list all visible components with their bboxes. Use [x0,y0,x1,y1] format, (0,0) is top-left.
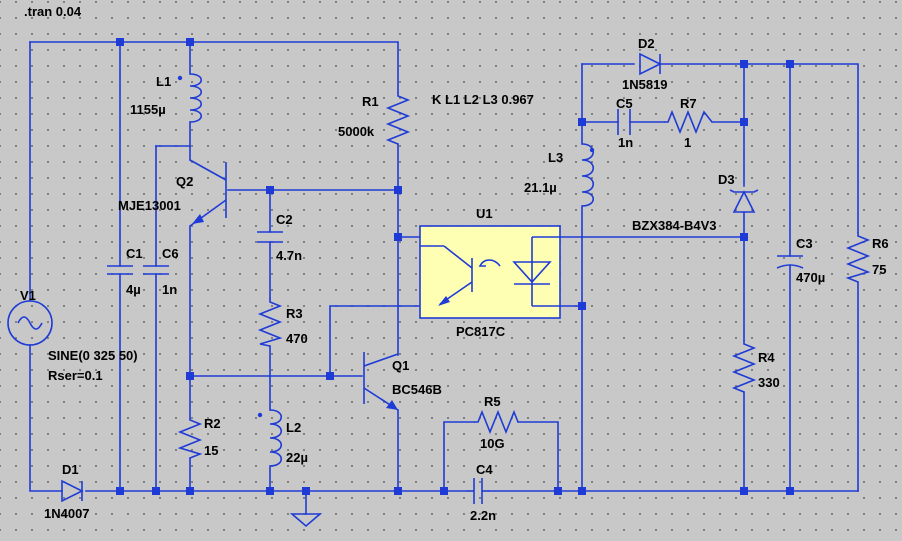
c5-ref: C5 [616,96,633,111]
v1-source [7,300,53,346]
l3-ref: L3 [548,150,563,165]
r1-value: 5000k [338,124,375,139]
v1-value-line1: SINE(0 325 50) [48,348,138,363]
l1-ref: L1 [156,74,171,89]
c4-ref: C4 [476,462,493,477]
wires [29,41,859,515]
l2-ref: L2 [286,420,301,435]
d2-diode [639,52,662,76]
ground-symbol [289,513,323,528]
q2-value: MJE13001 [118,198,181,213]
d1-diode [61,479,84,503]
c2-value: 4.7n [276,248,302,263]
d2-value: 1N5819 [622,77,668,92]
l2-inductor [257,409,283,467]
c5-capacitor [617,109,631,135]
r7-resistor [664,109,713,135]
q2-ref: Q2 [176,174,193,189]
r3-value: 470 [286,331,308,346]
u1-optocoupler [419,225,561,319]
c5-value: 1n [618,135,633,150]
u1-value: PC817C [456,324,506,339]
c6-capacitor [143,265,169,275]
r5-resistor [474,409,519,435]
r4-value: 330 [758,375,780,390]
q2-transistor [189,159,227,227]
l1-inductor [177,73,203,123]
d2-ref: D2 [638,36,655,51]
junction-nodes [116,38,794,495]
r3-resistor [257,298,283,347]
v1-ref: V1 [20,288,36,303]
d3-zener-diode [729,189,759,213]
c3-capacitor [776,255,804,269]
c3-ref: C3 [796,236,813,251]
c6-value: 1n [162,282,177,297]
r6-resistor [845,232,871,283]
c2-capacitor [257,231,283,243]
r4-ref: R4 [758,350,775,365]
r1-ref: R1 [362,94,379,109]
l3-inductor [581,143,595,207]
r4-resistor [731,340,757,393]
q1-ref: Q1 [392,358,409,373]
c1-value: 4µ [126,282,141,297]
c3-value: 470µ [796,270,825,285]
r1-resistor [385,92,411,145]
d3-value: BZX384-B4V3 [632,218,717,233]
u1-ref: U1 [476,206,493,221]
coupling-directive: K L1 L2 L3 0.967 [432,92,534,107]
l2-value: 22µ [286,450,308,465]
c1-capacitor [107,265,133,275]
r2-value: 15 [204,443,218,458]
r6-ref: R6 [872,236,889,251]
r5-value: 10G [480,436,505,451]
c4-value: 2.2n [470,508,496,523]
labels: .tran 0.04 K L1 L2 L3 0.967 V1 SINE(0 32… [20,4,889,523]
r2-resistor [177,418,203,459]
v1-value-line2: Rser=0.1 [48,368,103,383]
l3-value: 21.1µ [524,180,557,195]
r7-ref: R7 [680,96,697,111]
d1-value: 1N4007 [44,506,90,521]
c1-ref: C1 [126,246,143,261]
r7-value: 1 [684,135,691,150]
d1-ref: D1 [62,462,79,477]
tran-directive: .tran 0.04 [24,4,82,19]
r6-value: 75 [872,262,886,277]
l1-value: 1155µ [130,102,166,117]
c2-ref: C2 [276,212,293,227]
d3-ref: D3 [718,172,735,187]
c4-capacitor [467,478,489,504]
q1-transistor [363,352,399,411]
r3-ref: R3 [286,306,303,321]
q1-value: BC546B [392,382,442,397]
r5-ref: R5 [484,394,501,409]
c6-ref: C6 [162,246,179,261]
r2-ref: R2 [204,416,221,431]
